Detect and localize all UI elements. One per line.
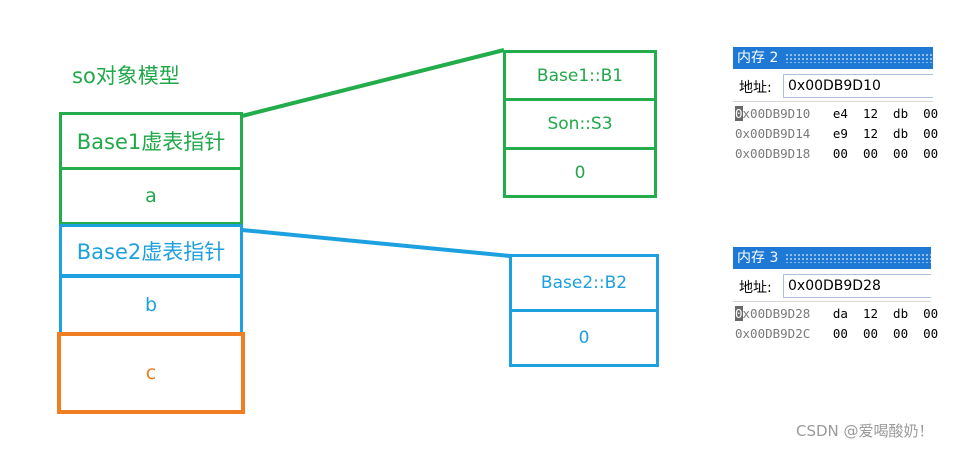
cell-c-label: c <box>145 362 157 384</box>
vtable1-entry-2-label: 0 <box>574 162 586 183</box>
cell-base2-vptr-label: Base2虚表指针 <box>76 239 226 264</box>
cell-base1-vptr-label: Base1虚表指针 <box>76 130 226 154</box>
memory-row: 0x00DB9D14 e9 12 db 00 <box>735 126 938 141</box>
cursor-caret: 0 <box>735 106 743 121</box>
memory-row-bytes: e4 12 db 00 <box>832 106 939 121</box>
memory-row-address: 0x00DB9D2C <box>735 326 811 341</box>
cell-base2-vptr: Base2虚表指针 <box>59 224 243 277</box>
watermark: CSDN @爱喝酸奶！ <box>796 422 934 440</box>
memory-row-address: 0x00DB9D14 <box>735 126 811 141</box>
memory-window-2-address-bar: 地址: 0x00DB9D10 <box>733 71 933 102</box>
pointer-line-base2 <box>241 228 511 258</box>
vtable1-entry-0-label: Base1::B1 <box>536 65 624 86</box>
memory-row-bytes: e9 12 db 00 <box>832 126 939 141</box>
memory-row: 0x00DB9D18 00 00 00 00 <box>735 146 938 161</box>
memory-row-bytes: 00 00 00 00 <box>832 326 939 341</box>
address-input[interactable]: 0x00DB9D28 <box>783 274 931 298</box>
vtable2-entry-1: 0 <box>509 309 659 367</box>
memory-window-3-address-bar: 地址: 0x00DB9D28 <box>733 271 931 302</box>
cell-base1-vptr: Base1虚表指针 <box>59 112 243 170</box>
memory-row-address: x00DB9D28 <box>742 306 811 321</box>
memory-row-bytes: 00 00 00 00 <box>832 146 939 161</box>
vtable2-entry-1-label: 0 <box>578 328 590 348</box>
memory-window-3-title: 内存 3 <box>737 250 779 266</box>
titlebar-grip-icon <box>785 253 931 263</box>
pointer-line-base1 <box>241 48 505 118</box>
cell-c: c <box>57 332 245 414</box>
cell-b: b <box>59 275 243 335</box>
memory-row: 0x00DB9D28 da 12 db 00 <box>735 306 938 321</box>
vtable1-entry-2: 0 <box>503 147 657 198</box>
address-input[interactable]: 0x00DB9D10 <box>783 74 933 98</box>
memory-row: 0x00DB9D2C 00 00 00 00 <box>735 326 938 341</box>
vtable1-entry-1-label: Son::S3 <box>547 114 613 134</box>
address-label: 地址: <box>739 280 772 296</box>
memory-row-bytes: da 12 db 00 <box>832 306 939 321</box>
address-label: 地址: <box>739 80 772 96</box>
memory-row-address: x00DB9D10 <box>742 106 811 121</box>
memory-window-2[interactable]: 内存 2 地址: 0x00DB9D10 0x00DB9D10 e4 12 db … <box>733 47 938 167</box>
diagram-title: so对象模型 <box>72 64 180 88</box>
memory-window-2-titlebar[interactable]: 内存 2 <box>733 47 933 69</box>
memory-row-address: 0x00DB9D18 <box>735 146 811 161</box>
vtable2-entry-0: Base2::B2 <box>509 254 659 312</box>
vtable1-entry-1: Son::S3 <box>503 98 657 150</box>
memory-window-3[interactable]: 内存 3 地址: 0x00DB9D28 0x00DB9D28 da 12 db … <box>733 247 938 347</box>
memory-window-3-titlebar[interactable]: 内存 3 <box>733 247 931 269</box>
vtable2-entry-0-label: Base2::B2 <box>540 273 628 293</box>
cell-a-label: a <box>145 185 157 207</box>
cell-a: a <box>59 167 243 225</box>
titlebar-grip-icon <box>785 53 933 63</box>
vtable1-entry-0: Base1::B1 <box>503 50 657 101</box>
memory-window-2-title: 内存 2 <box>737 50 779 66</box>
cursor-caret: 0 <box>735 306 743 321</box>
cell-b-label: b <box>144 294 158 316</box>
memory-row: 0x00DB9D10 e4 12 db 00 <box>735 106 938 121</box>
